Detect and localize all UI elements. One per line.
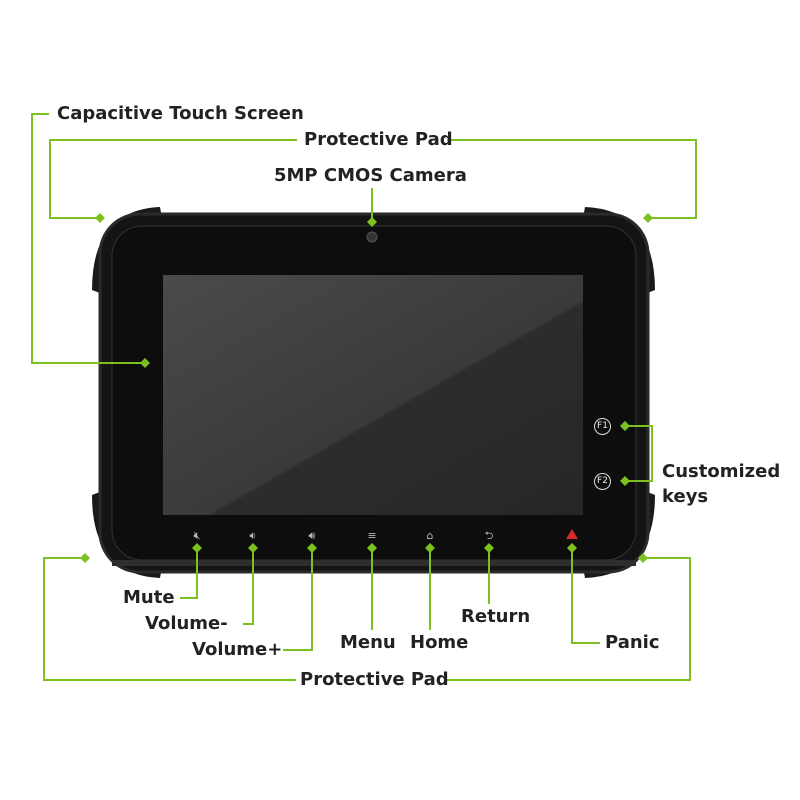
label-keys: keys xyxy=(662,486,709,507)
camera-lens xyxy=(366,231,378,243)
menu-icon[interactable]: ≡ xyxy=(367,529,377,542)
volume-up-icon[interactable]: 🔊︎ xyxy=(308,529,316,542)
home-icon[interactable]: ⌂ xyxy=(426,529,434,542)
label-mute: Mute xyxy=(123,587,175,608)
return-icon[interactable]: ⮌ xyxy=(484,529,494,542)
label-touch-screen: Capacitive Touch Screen xyxy=(57,103,304,124)
label-camera: 5MP CMOS Camera xyxy=(274,165,467,186)
f2-key[interactable]: F2 xyxy=(594,473,611,490)
touch-screen xyxy=(163,275,583,515)
label-menu: Menu xyxy=(340,632,396,653)
panic-icon xyxy=(566,529,578,539)
label-customized-keys: Customized keys xyxy=(662,459,780,509)
label-volume-up: Volume+ xyxy=(192,639,283,660)
label-panic: Panic xyxy=(605,632,660,653)
label-customized: Customized xyxy=(662,461,781,482)
label-protective-pad-top: Protective Pad xyxy=(304,129,453,150)
mute-icon[interactable]: 🔇︎ xyxy=(193,529,201,542)
label-protective-pad-bottom: Protective Pad xyxy=(300,669,449,690)
volume-down-icon[interactable]: 🔉︎ xyxy=(249,529,257,542)
f1-key[interactable]: F1 xyxy=(594,418,611,435)
label-volume-down: Volume- xyxy=(145,613,228,634)
callout-diamonds xyxy=(80,213,653,563)
label-return: Return xyxy=(461,606,531,627)
callout-lines xyxy=(31,113,697,681)
label-home: Home xyxy=(410,632,469,653)
